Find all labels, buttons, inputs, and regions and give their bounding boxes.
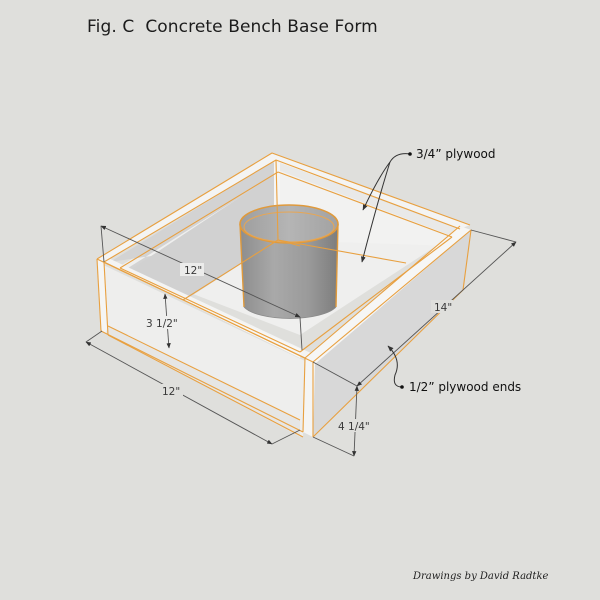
dim-depth-line (356, 241, 517, 387)
dim-depth: 14" (434, 302, 452, 314)
dim-top-length: 12" (184, 265, 202, 277)
dimension-labels: 12" 12" 3 1/2" 14" 4 1/4" (142, 263, 453, 433)
dim-inner-height: 3 1/2" (146, 318, 178, 330)
callout-sides-label: 3/4” plywood (416, 147, 496, 161)
callout-ends-label: 1/2” plywood ends (409, 380, 521, 394)
dim-outer-height: 4 1/4" (338, 421, 370, 433)
callout-sides: 3/4” plywood (361, 147, 496, 263)
callout-ends: 1/2” plywood ends (387, 345, 521, 394)
dim-front-length: 12" (162, 386, 180, 398)
drawing-credit: Drawings by David Radtke (413, 571, 549, 582)
figure-title: Fig. C Concrete Bench Base Form (87, 17, 378, 37)
cylinder-tube (239, 204, 339, 319)
